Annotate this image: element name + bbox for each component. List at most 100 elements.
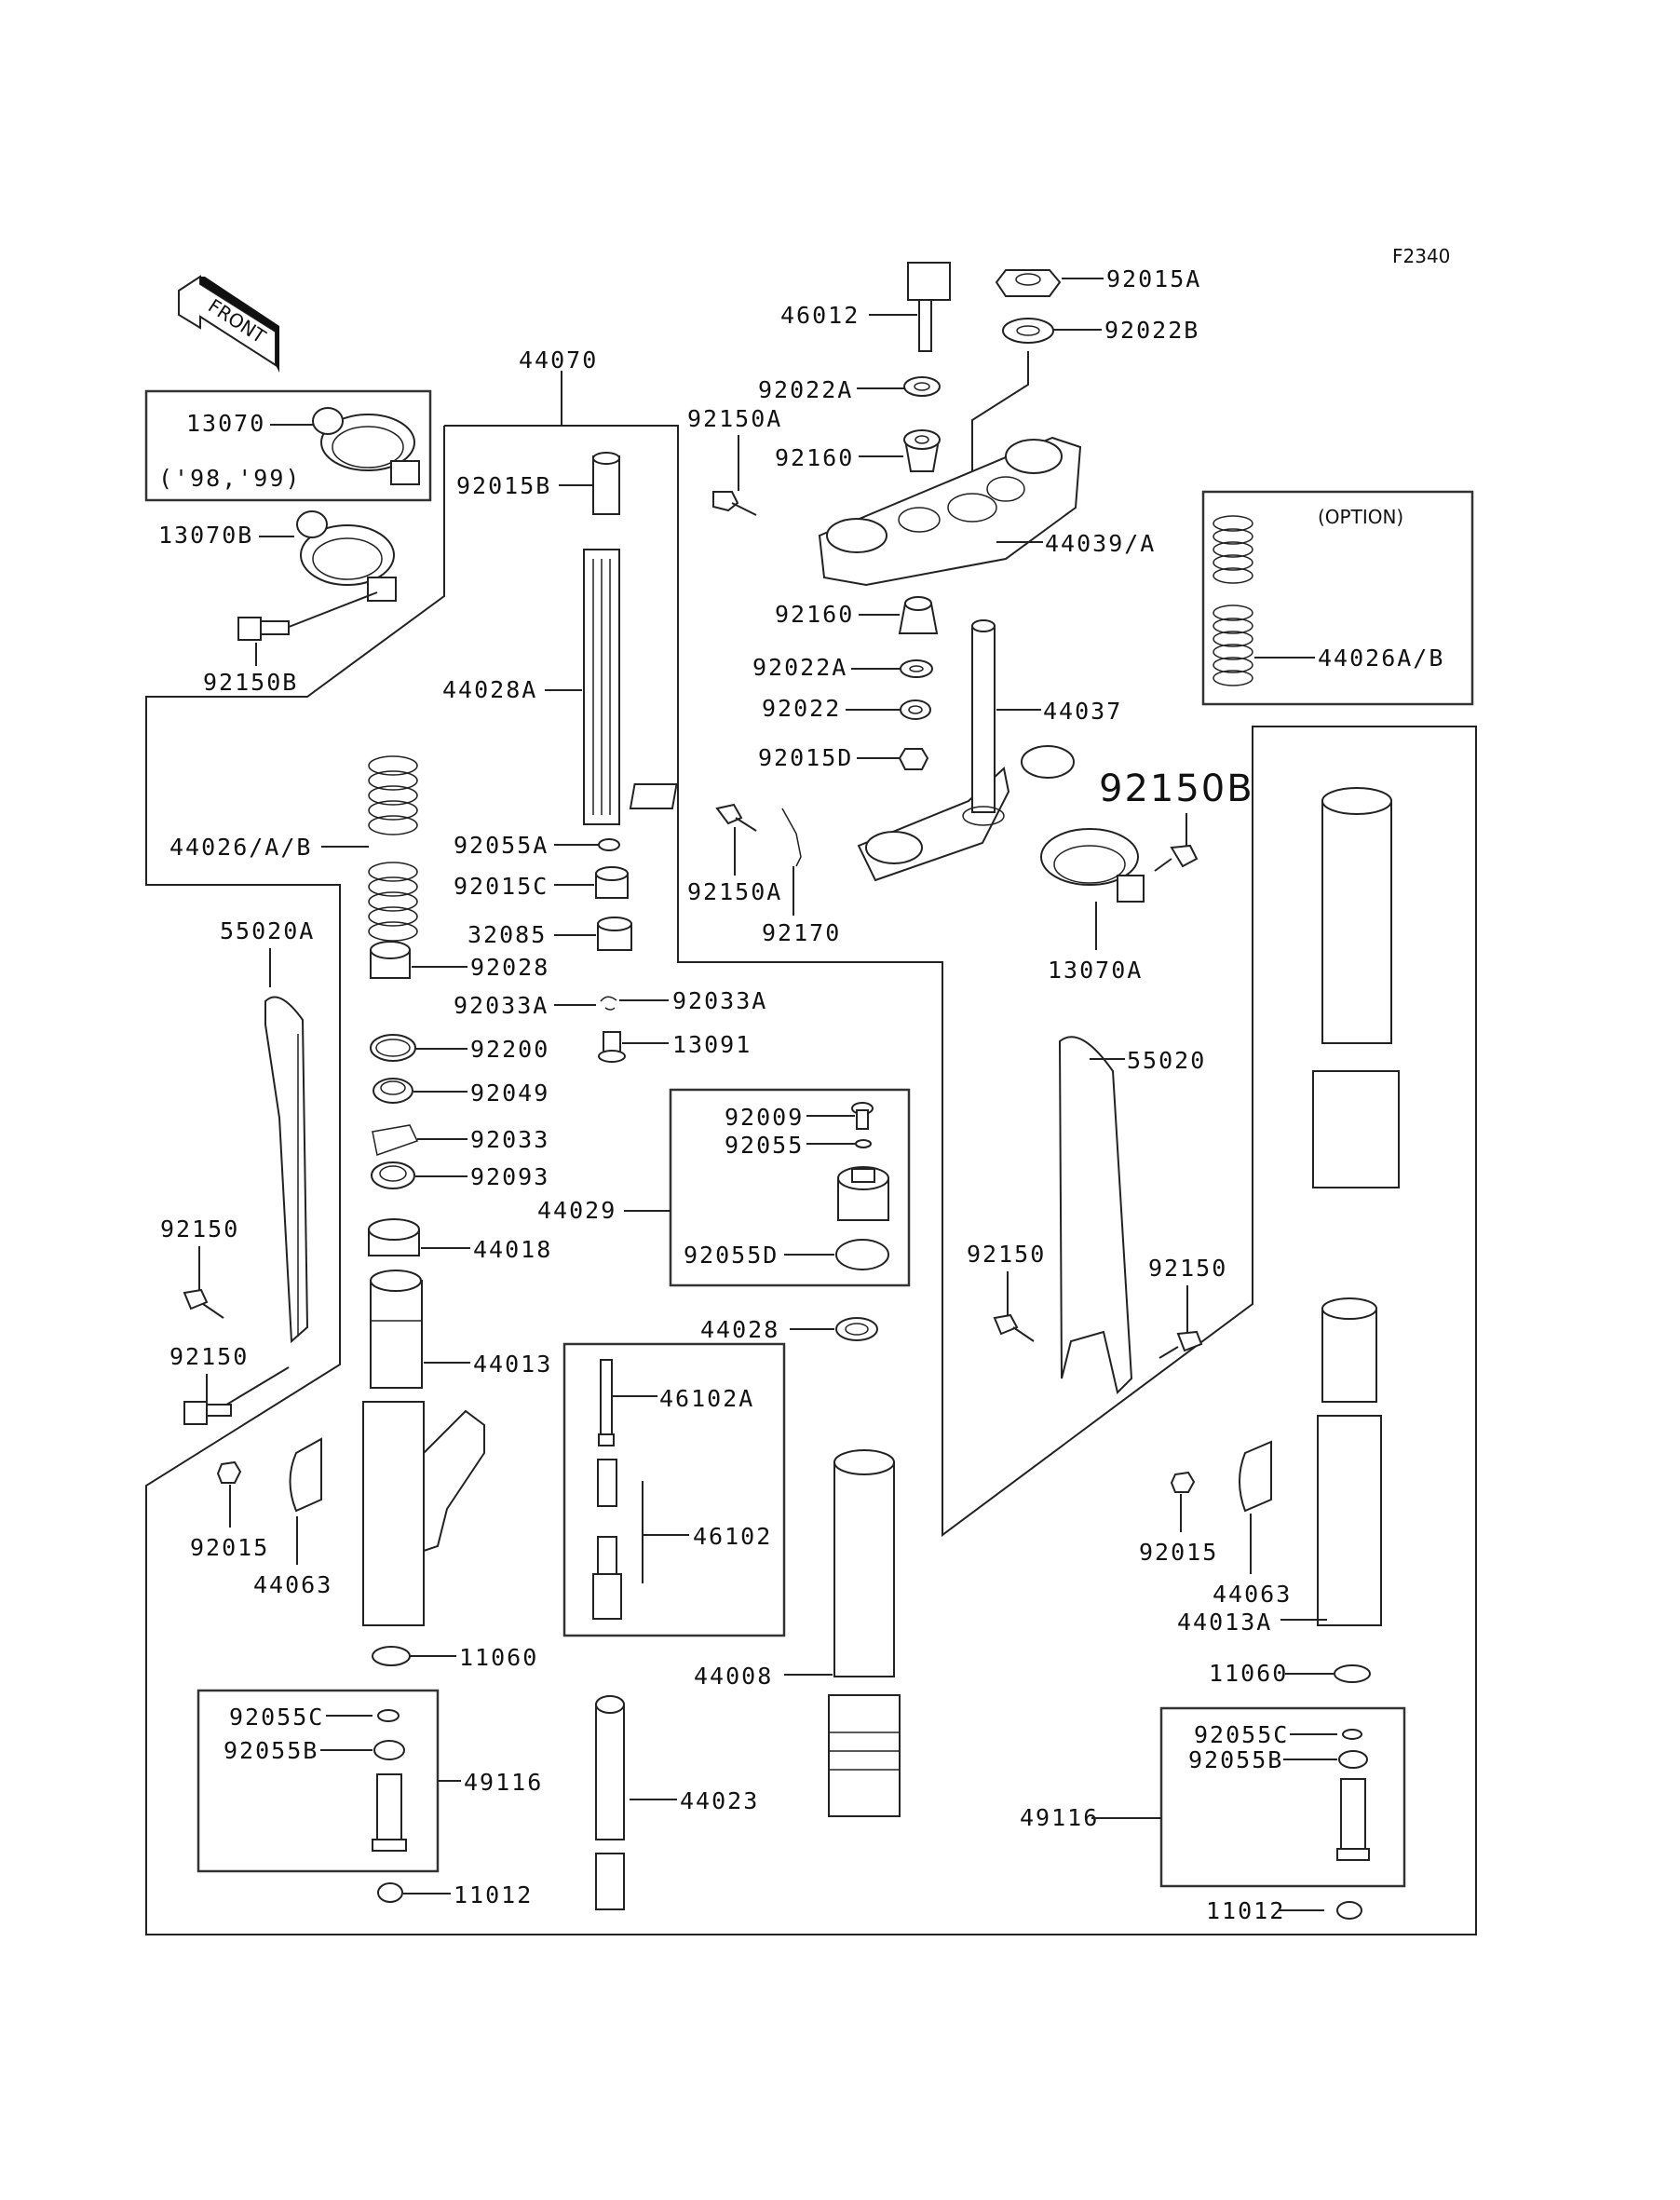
label-92022B: 92022B xyxy=(1104,317,1199,344)
label-13070A: 13070A xyxy=(1048,957,1143,984)
label-44028: 44028 xyxy=(700,1316,779,1343)
label-92033A-left: 92033A xyxy=(454,992,549,1019)
fork-guard-55020A-icon xyxy=(264,996,309,1344)
oring-92055B-left-icon xyxy=(373,1740,405,1760)
clamp-13070A-icon xyxy=(1040,828,1145,903)
label-44029: 44029 xyxy=(537,1197,616,1224)
label-92033A-right: 92033A xyxy=(672,987,767,1014)
label-92150B-left: 92150B xyxy=(203,669,298,696)
label-92055B-left: 92055B xyxy=(224,1737,318,1764)
outer-tube-44013A-icon xyxy=(1317,1297,1382,1626)
valve-49116-left-icon xyxy=(372,1773,407,1852)
bolt-92150-l2-icon xyxy=(183,1401,232,1425)
nut-92015-left-icon xyxy=(216,1460,242,1484)
label-92015-left: 92015 xyxy=(190,1534,269,1561)
label-92055: 92055 xyxy=(725,1132,804,1159)
label-44026AB-left: 44026/A/B xyxy=(169,834,312,861)
label-13091: 13091 xyxy=(672,1031,752,1058)
washer-92022A-mid-icon xyxy=(900,659,933,678)
label-92022A-mid: 92022A xyxy=(752,654,847,681)
oring-92055-icon xyxy=(855,1139,872,1148)
label-92160-mid: 92160 xyxy=(775,601,854,628)
label-44037: 44037 xyxy=(1043,698,1122,725)
option-box xyxy=(1201,490,1474,706)
label-92015B: 92015B xyxy=(456,472,551,499)
outer-tube-44013-icon xyxy=(362,1270,485,1626)
bushing-92160-mid-icon xyxy=(898,596,939,634)
label-44063-left: 44063 xyxy=(253,1571,332,1598)
damper-46102-box xyxy=(562,1342,786,1637)
label-92055C-left: 92055C xyxy=(229,1704,324,1731)
label-55020: 55020 xyxy=(1127,1047,1206,1074)
damper-rod-46102A-icon xyxy=(598,1359,615,1446)
label-92150A-bottom: 92150A xyxy=(687,878,782,905)
inner-tube-right-icon xyxy=(1312,787,1400,1188)
clamp-13070B-icon xyxy=(296,510,397,602)
label-11012-left: 11012 xyxy=(454,1881,533,1908)
label-92049: 92049 xyxy=(470,1080,549,1107)
washer-92022A-top-icon xyxy=(903,376,941,397)
label-46102A: 46102A xyxy=(659,1385,754,1412)
bolt-92150A-top-icon xyxy=(712,491,757,516)
label-49116-right: 49116 xyxy=(1020,1804,1099,1831)
bolt-13091-icon xyxy=(598,1031,626,1063)
label-13070: 13070 xyxy=(186,410,265,437)
nut-11012-right-icon xyxy=(1336,1901,1362,1920)
label-92015A: 92015A xyxy=(1106,265,1201,292)
nut-92015B-icon xyxy=(592,452,620,515)
label-92150-l2: 92150 xyxy=(169,1343,249,1370)
label-44026AB-option: 44026A/B xyxy=(1318,645,1444,672)
valve-49116-right-icon xyxy=(1336,1778,1370,1861)
label-44013: 44013 xyxy=(473,1351,552,1378)
spring-44026-left-icon xyxy=(368,755,418,942)
washer-92022-icon xyxy=(900,699,931,720)
label-92200: 92200 xyxy=(470,1036,549,1063)
ring-92028-icon xyxy=(370,941,411,979)
label-44063-right: 44063 xyxy=(1213,1581,1292,1608)
label-44039A: 44039/A xyxy=(1045,530,1156,557)
label-92150B-big: 92150B xyxy=(1099,767,1254,810)
front-arrow-icon: FRONT xyxy=(178,275,279,373)
label-92055C-right: 92055C xyxy=(1194,1721,1289,1748)
label-44018: 44018 xyxy=(473,1236,552,1263)
bolt-92150A-bottom-icon xyxy=(715,803,757,832)
label-92160-top: 92160 xyxy=(775,444,854,471)
bolt-92150-r1-icon xyxy=(993,1313,1035,1342)
cylinder-44023-icon xyxy=(595,1695,625,1910)
bolt-92150-l1-icon xyxy=(183,1288,224,1319)
upper-bracket-44039A-icon xyxy=(818,436,1082,587)
label-92015C: 92015C xyxy=(454,873,549,900)
label-92150-r1: 92150 xyxy=(967,1241,1046,1268)
label-44008: 44008 xyxy=(694,1663,773,1690)
washer-92200-icon xyxy=(370,1034,416,1062)
label-92015-right: 92015 xyxy=(1139,1539,1218,1566)
adjuster-46012-icon xyxy=(907,262,951,352)
label-55020A: 55020A xyxy=(220,917,315,944)
label-92150-l1: 92150 xyxy=(160,1215,239,1243)
clamp-44063-left-icon xyxy=(289,1437,322,1513)
oring-92055C-left-icon xyxy=(377,1709,400,1722)
washer-11060-left-icon xyxy=(372,1646,411,1666)
oring-92055D-icon xyxy=(835,1239,889,1270)
label-13070B: 13070B xyxy=(158,522,253,549)
washer-11060-right-icon xyxy=(1334,1664,1371,1683)
label-11012-right: 11012 xyxy=(1206,1897,1285,1924)
label-46102: 46102 xyxy=(693,1523,772,1550)
nut-92015-right-icon xyxy=(1170,1471,1196,1493)
cap-kit-44029-box xyxy=(669,1088,911,1287)
damper-46102-icon xyxy=(592,1459,622,1620)
clamp-44063-right-icon xyxy=(1239,1440,1272,1513)
bolt-92150-r2-icon xyxy=(1158,1330,1203,1359)
label-92022: 92022 xyxy=(762,695,841,722)
label-92055B-right: 92055B xyxy=(1188,1746,1283,1773)
option-title: (OPTION) xyxy=(1318,506,1403,528)
oring-92055A-icon xyxy=(598,838,620,851)
label-92150A-top: 92150A xyxy=(687,405,782,432)
washer-92022B-icon xyxy=(1002,318,1054,344)
seal-92049-icon xyxy=(373,1078,413,1104)
label-11060-left: 11060 xyxy=(459,1644,538,1671)
bolt-92150B-right-icon xyxy=(1154,844,1199,872)
label-92170: 92170 xyxy=(762,919,841,946)
label-92022A-top: 92022A xyxy=(758,376,853,403)
